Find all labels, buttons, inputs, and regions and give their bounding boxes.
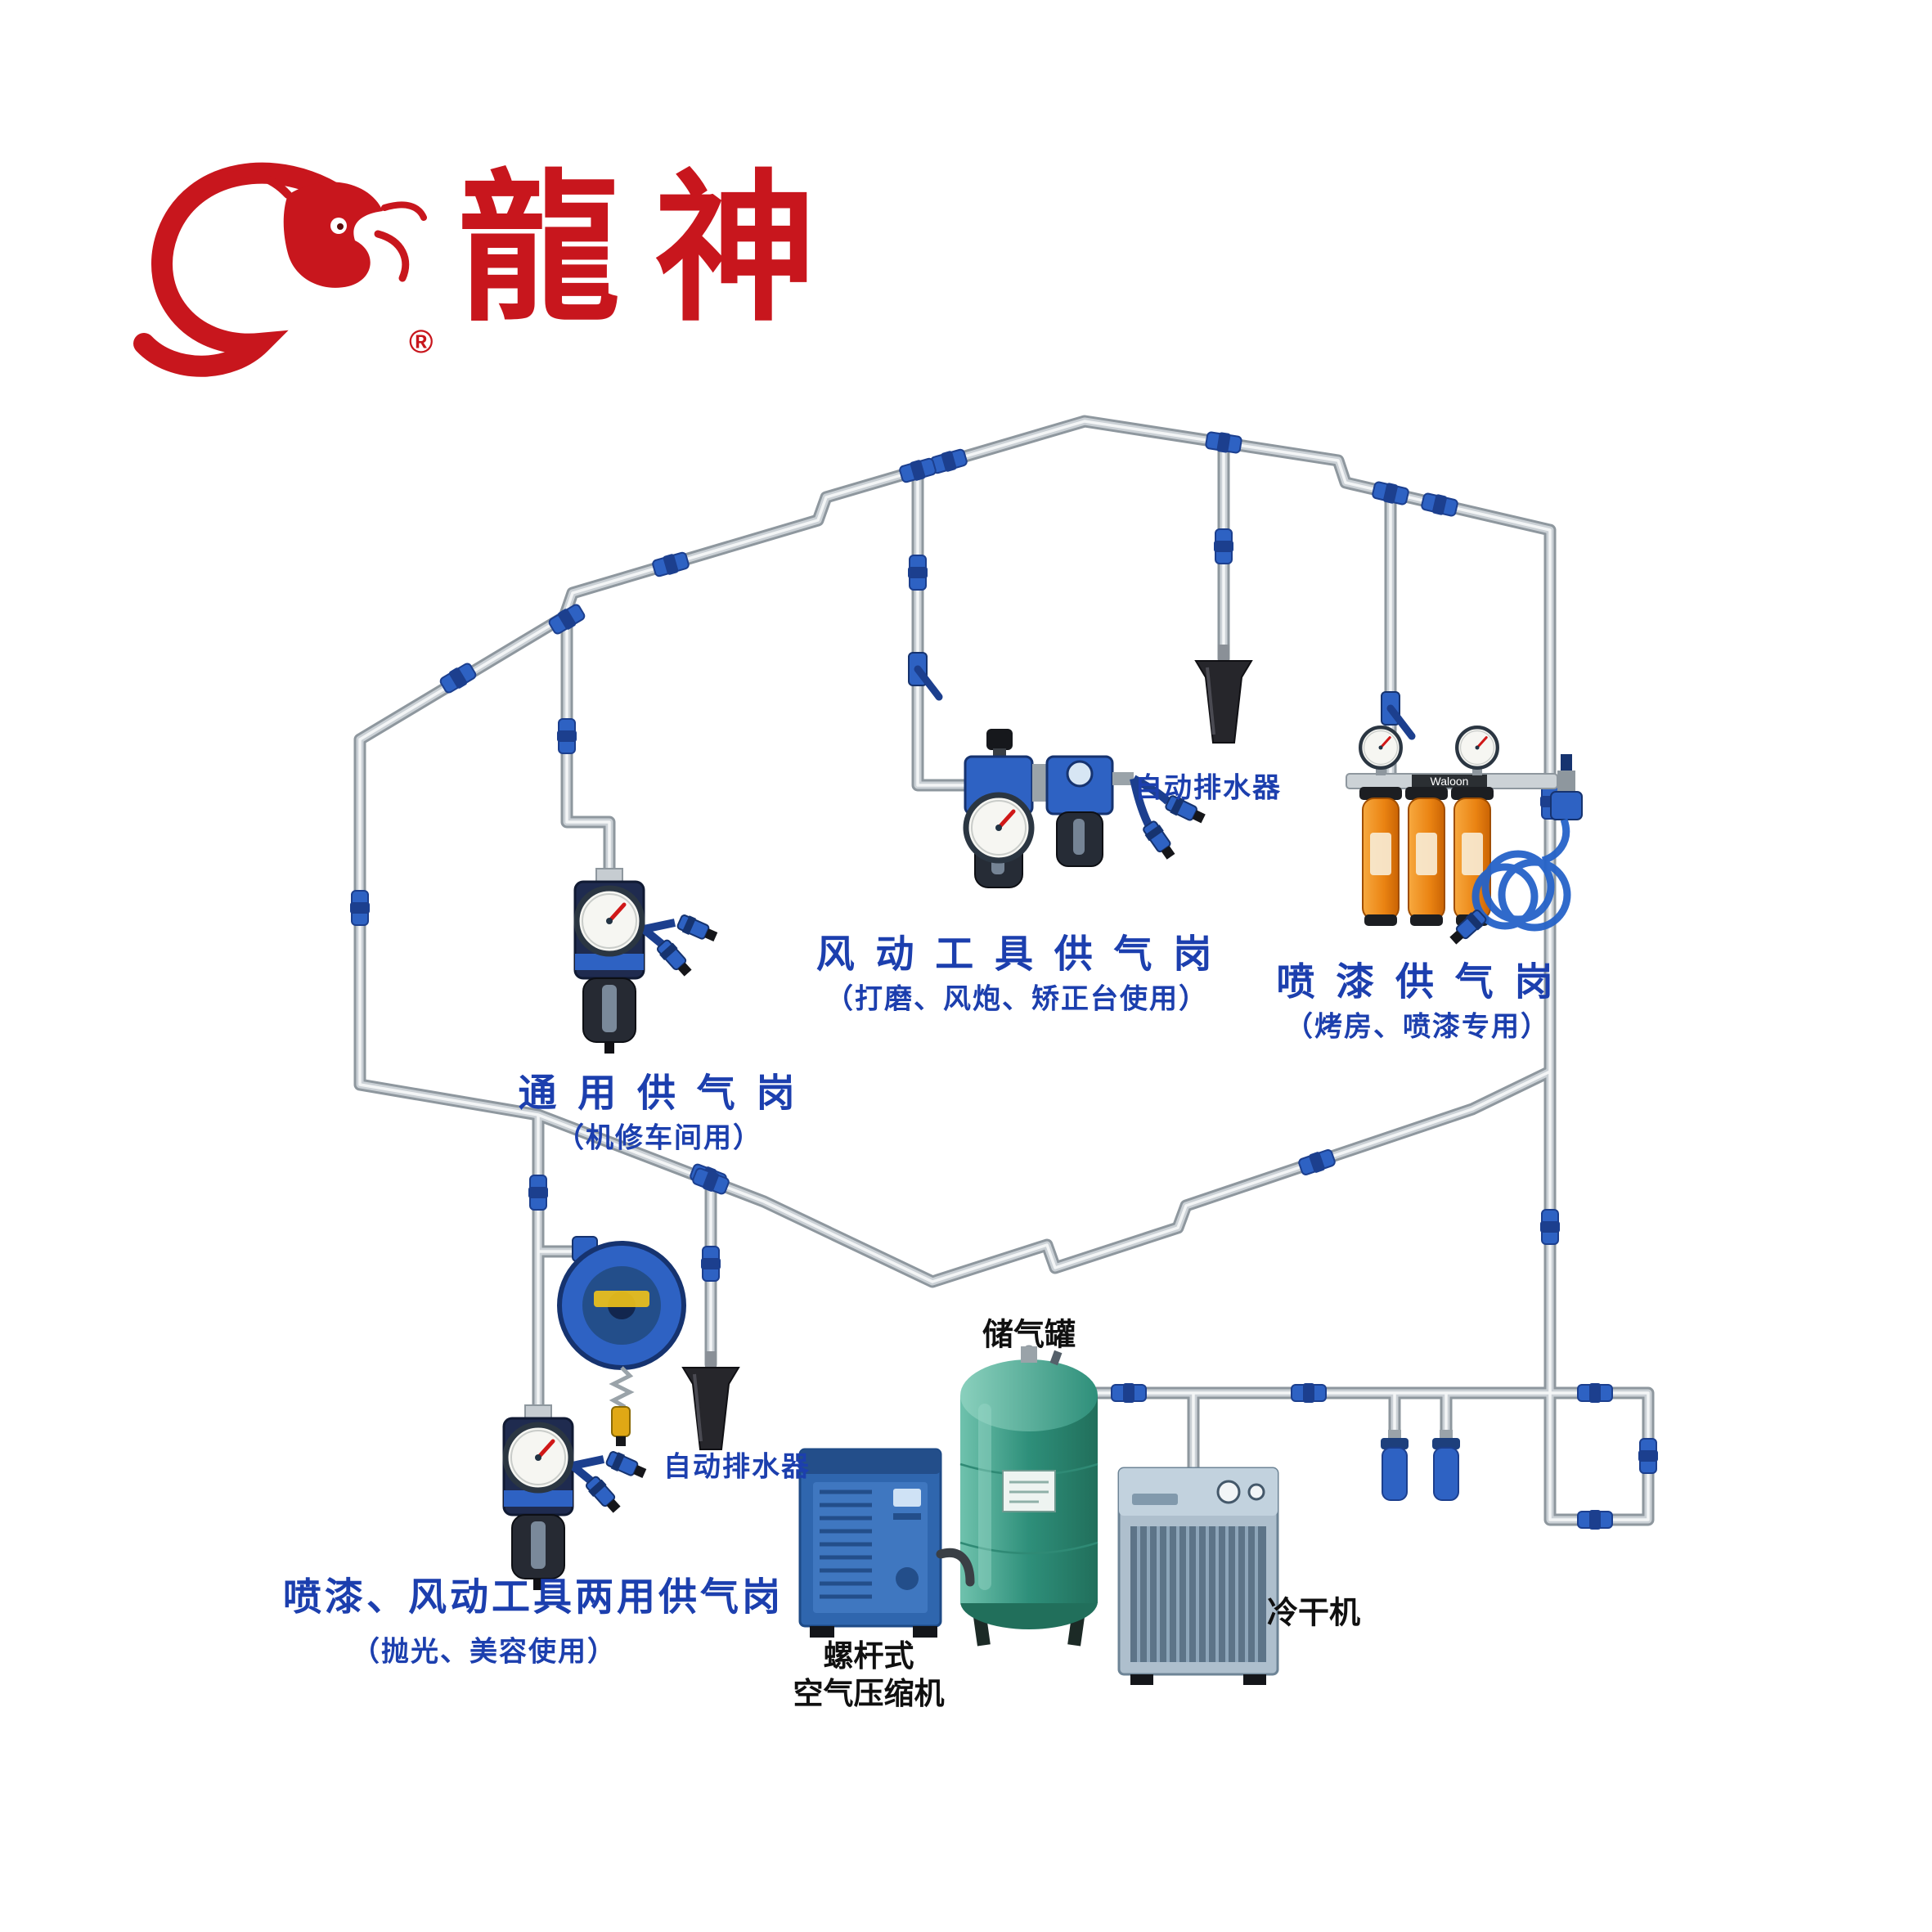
label-compressor-line2: 空气压缩机 [793,1677,945,1710]
union-fitting [907,555,928,591]
union-fitting [349,890,371,926]
union-fitting [556,718,577,754]
label-general-station-name: 通 用 供 气 岗 [518,1072,801,1116]
brand-title: 龍神 [458,161,851,340]
union-fitting [1213,528,1234,564]
label-auto-drain-top: 自动排水器 [1134,773,1282,804]
union-fitting [1419,490,1460,519]
air-dryer [1117,1467,1279,1685]
label-dual-station-note: （抛光、美容使用） [352,1637,617,1668]
tee-fitting [1370,479,1411,508]
union-fitting [1539,1209,1561,1245]
label-pneumatic-station-note: （打磨、风炮、矫正台使用） [825,984,1208,1015]
union-fitting [1291,1382,1327,1404]
label-dual-station-name: 喷漆、风动工具两用供气岗 [283,1576,784,1620]
tee-fitting [1204,429,1243,456]
label-compressor-line1: 螺杆式 [823,1638,914,1673]
inline-filters [1381,1430,1460,1501]
label-air-dryer: 冷干机 [1266,1596,1361,1631]
label-paint-station-name: 喷 漆 供 气 岗 [1276,961,1559,1004]
paint-filter-brand-label: Waloon [1431,775,1469,788]
tee-fitting [897,455,938,486]
label-paint-station-note: （烤房、喷漆专用） [1285,1012,1550,1043]
auto-drain-top [1194,643,1253,744]
union-fitting [650,549,691,580]
spray-hose-coil [1471,818,1571,932]
union-fitting [1577,1382,1613,1404]
air-tank [959,1346,1099,1647]
union-fitting [1296,1146,1337,1179]
union-fitting [1638,1438,1659,1474]
union-fitting [700,1246,721,1282]
screw-compressor [798,1448,975,1638]
union-fitting [528,1175,549,1211]
label-compressor: 螺杆式 空气压缩机 [793,1638,945,1714]
general-filter-regulator [575,869,719,1054]
pneumatic-frl-unit [965,729,1208,888]
paint-supply-station: Waloon [1346,727,1583,949]
label-pneumatic-station-name: 风 动 工 具 供 气 岗 [815,933,1218,977]
auto-drain-bottom [681,1350,740,1451]
compressor-outlet-hose [936,1548,975,1587]
union-fitting [1111,1382,1147,1404]
label-auto-drain-bottom: 自动排水器 [663,1452,811,1483]
paint-filter-cartridges [1359,787,1494,926]
registered-mark: ® [409,324,434,360]
dragon-logo-icon [133,162,427,377]
label-general-station-note: （机修车间用） [556,1123,762,1154]
hose-reel [557,1236,686,1446]
union-fitting [1577,1509,1613,1530]
label-air-tank: 储气罐 [982,1318,1076,1353]
